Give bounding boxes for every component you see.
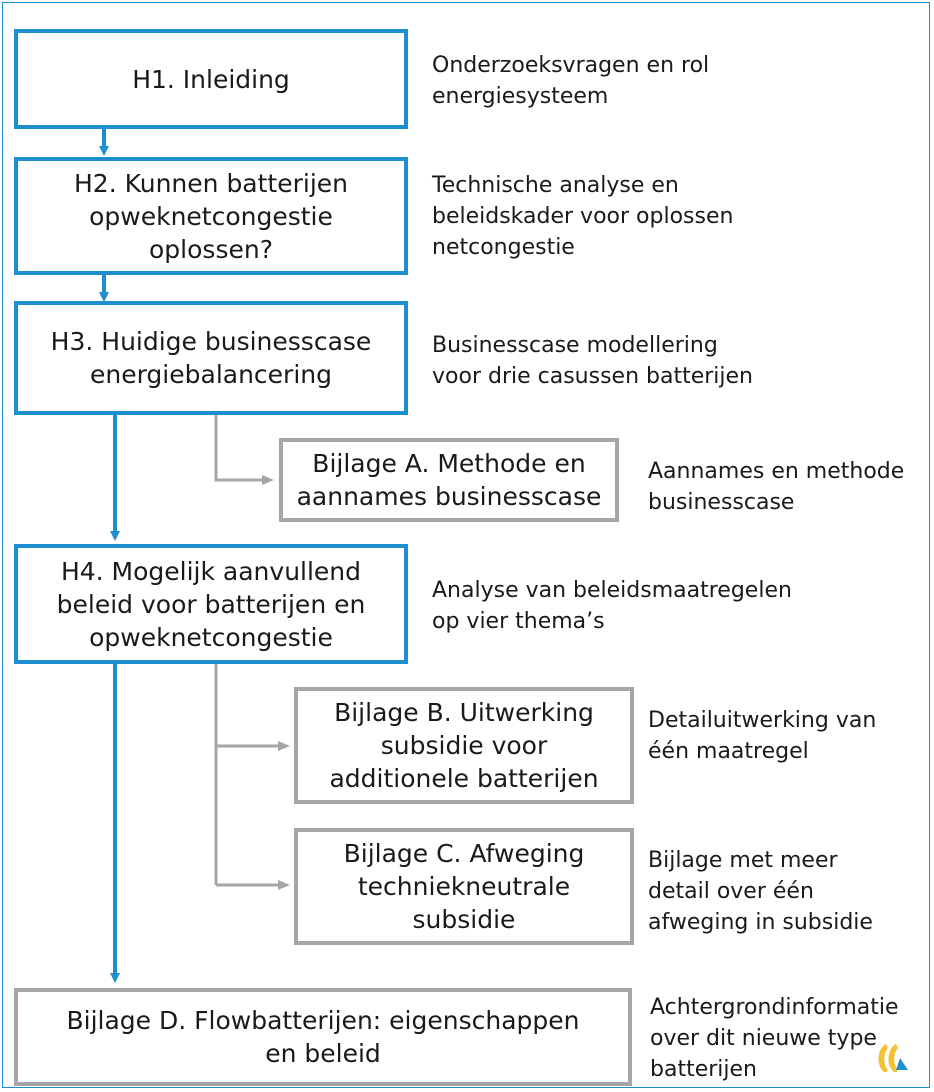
chapter-title-h4: H4. Mogelijk aanvullend beleid voor batt… [56,556,366,652]
appendix-title-c: Bijlage C. Afweging techniekneutrale sub… [343,839,585,934]
appendix-box-c: Bijlage C. Afweging techniekneutrale sub… [294,828,634,945]
appendix-box-d: Bijlage D. Flowbatterijen: eigenschappen… [14,988,632,1086]
appendix-title-b: Bijlage B. Uitwerking subsidie voor addi… [329,698,599,793]
chapter-title-h3: H3. Huidige businesscase energiebalancer… [50,327,372,389]
chapter-title-h1: H1. Inleiding [132,64,290,94]
chapter-description-h4: Analyse van beleidsmaatregelen op vier t… [432,578,792,634]
chapter-title-h2: H2. Kunnen batterijen opweknetcongestie … [73,168,349,264]
chapter-box-h1: H1. Inleiding [14,29,408,129]
chapter-description-h3: Businesscase modellering voor drie casus… [432,333,753,389]
appendix-description-b: Detailuitwerking van één maatregel [648,708,877,764]
appendix-description-c: Bijlage met meer detail over één afwegin… [648,848,873,935]
chapter-box-h4: H4. Mogelijk aanvullend beleid voor batt… [14,544,408,664]
appendix-box-a: Bijlage A. Methode en aannames businessc… [279,438,619,522]
appendix-description-a: Aannames en methode businesscase [648,459,905,515]
appendix-title-a: Bijlage A. Methode en aannames businessc… [296,449,602,511]
logo-icon [878,1044,908,1073]
chapter-description-h1: Onderzoeksvragen en rol energiesysteem [432,53,710,109]
arrow-h3-bijlage-a [214,415,274,485]
appendix-box-b: Bijlage B. Uitwerking subsidie voor addi… [294,687,634,804]
chapter-box-h2: H2. Kunnen batterijen opweknetcongestie … [14,157,408,275]
chapter-description-h2: Technische analyse en beleidskader voor … [432,173,734,260]
chapter-box-h3: H3. Huidige businesscase energiebalancer… [14,301,408,415]
appendix-description-d: Achtergrondinformatie over dit nieuwe ty… [650,995,899,1082]
appendix-title-d: Bijlage D. Flowbatterijen: eigenschappen… [66,1006,580,1068]
